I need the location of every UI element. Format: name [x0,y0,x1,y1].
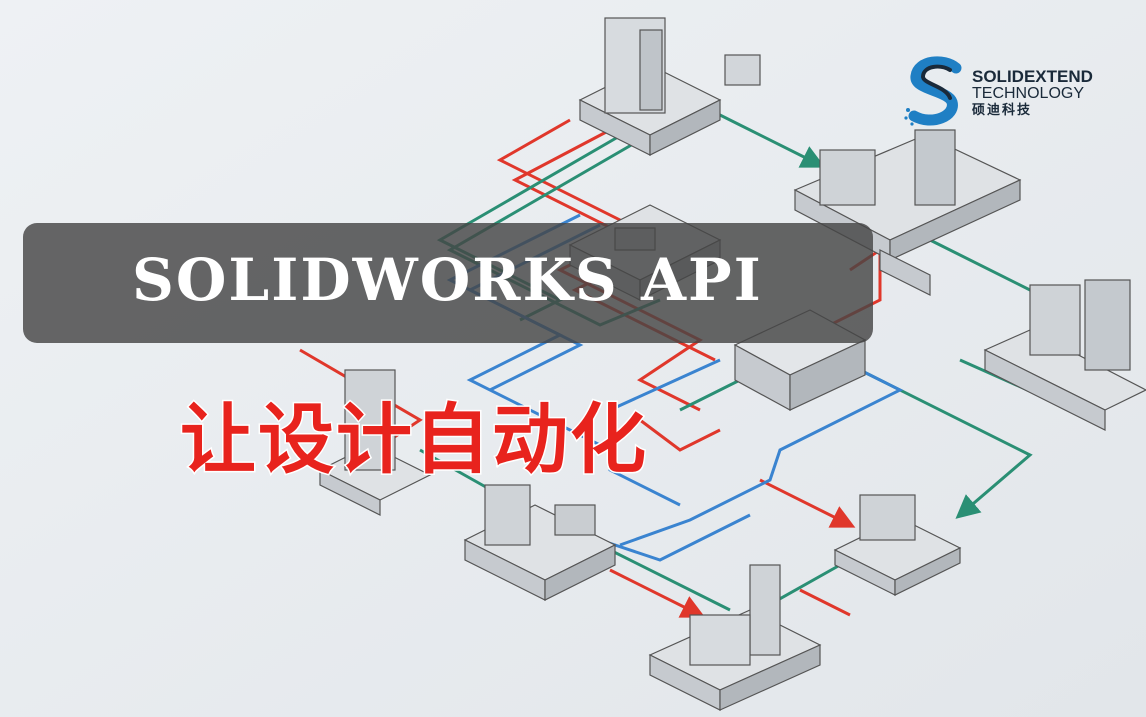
logo-chinese-name: 硕迪科技 [972,103,1033,118]
logo-subname: TECHNOLOGY [972,85,1085,102]
machine-top [578,17,761,156]
machine-bottom-right [833,494,962,596]
machine-left [318,369,432,516]
logo-name: SOLIDEXTEND [972,67,1093,86]
machine-far-right [983,279,1146,431]
machine-bottom-left [463,484,617,601]
title-banner [23,223,873,343]
machine-bottom [648,564,822,711]
banner-title: SOLIDWORKS API [132,246,763,314]
company-logo: SOLIDEXTEND TECHNOLOGY 硕迪科技 [898,54,1128,134]
logo-s-icon [904,56,962,126]
machine-right-top [793,129,1022,296]
subtitle: 让设计自动化 [179,394,648,486]
